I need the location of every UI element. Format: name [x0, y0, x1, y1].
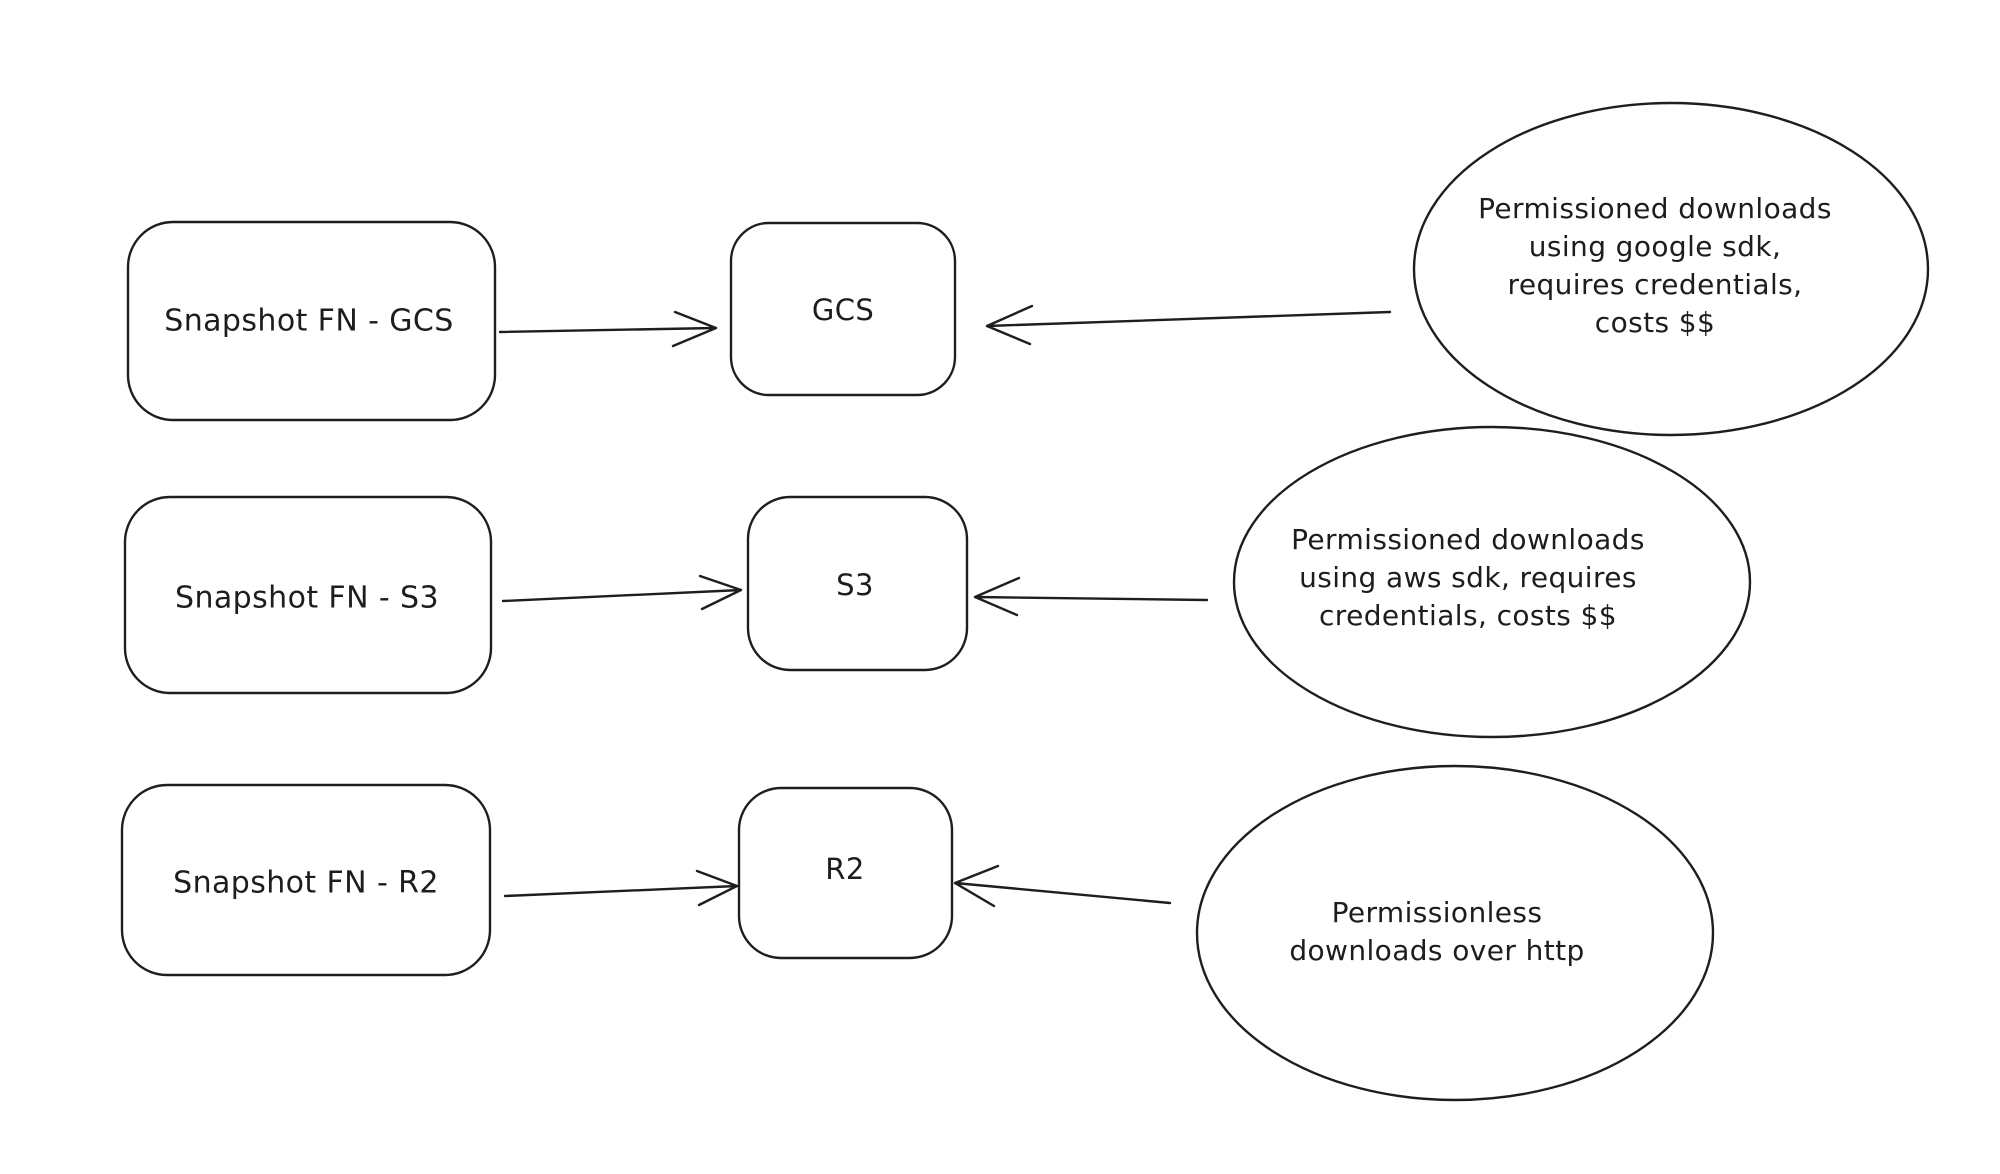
arrow-note-to-store-r2: [953, 864, 1172, 908]
note-gcs-text: Permissioned downloads using google sdk,…: [1478, 192, 1832, 339]
store-node-gcs-label: GCS: [811, 293, 875, 327]
source-node-r2-label: Snapshot FN - R2: [173, 865, 439, 901]
source-node-s3-label: Snapshot FN - S3: [175, 580, 439, 616]
arrow-note-to-store-gcs: [985, 304, 1392, 346]
source-node-s3: [123, 495, 493, 695]
arrow-source-to-store-r2: [503, 869, 739, 907]
store-node-gcs: [729, 221, 957, 397]
store-node-s3: [746, 495, 969, 672]
note-ellipse-gcs: [1412, 101, 1930, 437]
arrow-source-to-store-gcs: [498, 310, 718, 348]
source-node-r2: [120, 783, 492, 977]
store-node-s3-label: S3: [836, 568, 874, 602]
arrow-source-to-store-s3: [501, 574, 743, 611]
source-node-gcs: [126, 220, 497, 422]
source-node-gcs-label: Snapshot FN - GCS: [164, 303, 454, 339]
arrow-note-to-store-s3: [973, 576, 1209, 617]
note-r2-text: Permissionless downloads over http: [1289, 896, 1585, 967]
note-ellipse-s3: [1232, 425, 1752, 739]
note-ellipse-r2: [1195, 764, 1715, 1102]
note-s3-text: Permissioned downloads using aws sdk, re…: [1291, 523, 1645, 632]
store-node-r2-label: R2: [825, 852, 865, 886]
store-node-r2: [737, 786, 954, 960]
